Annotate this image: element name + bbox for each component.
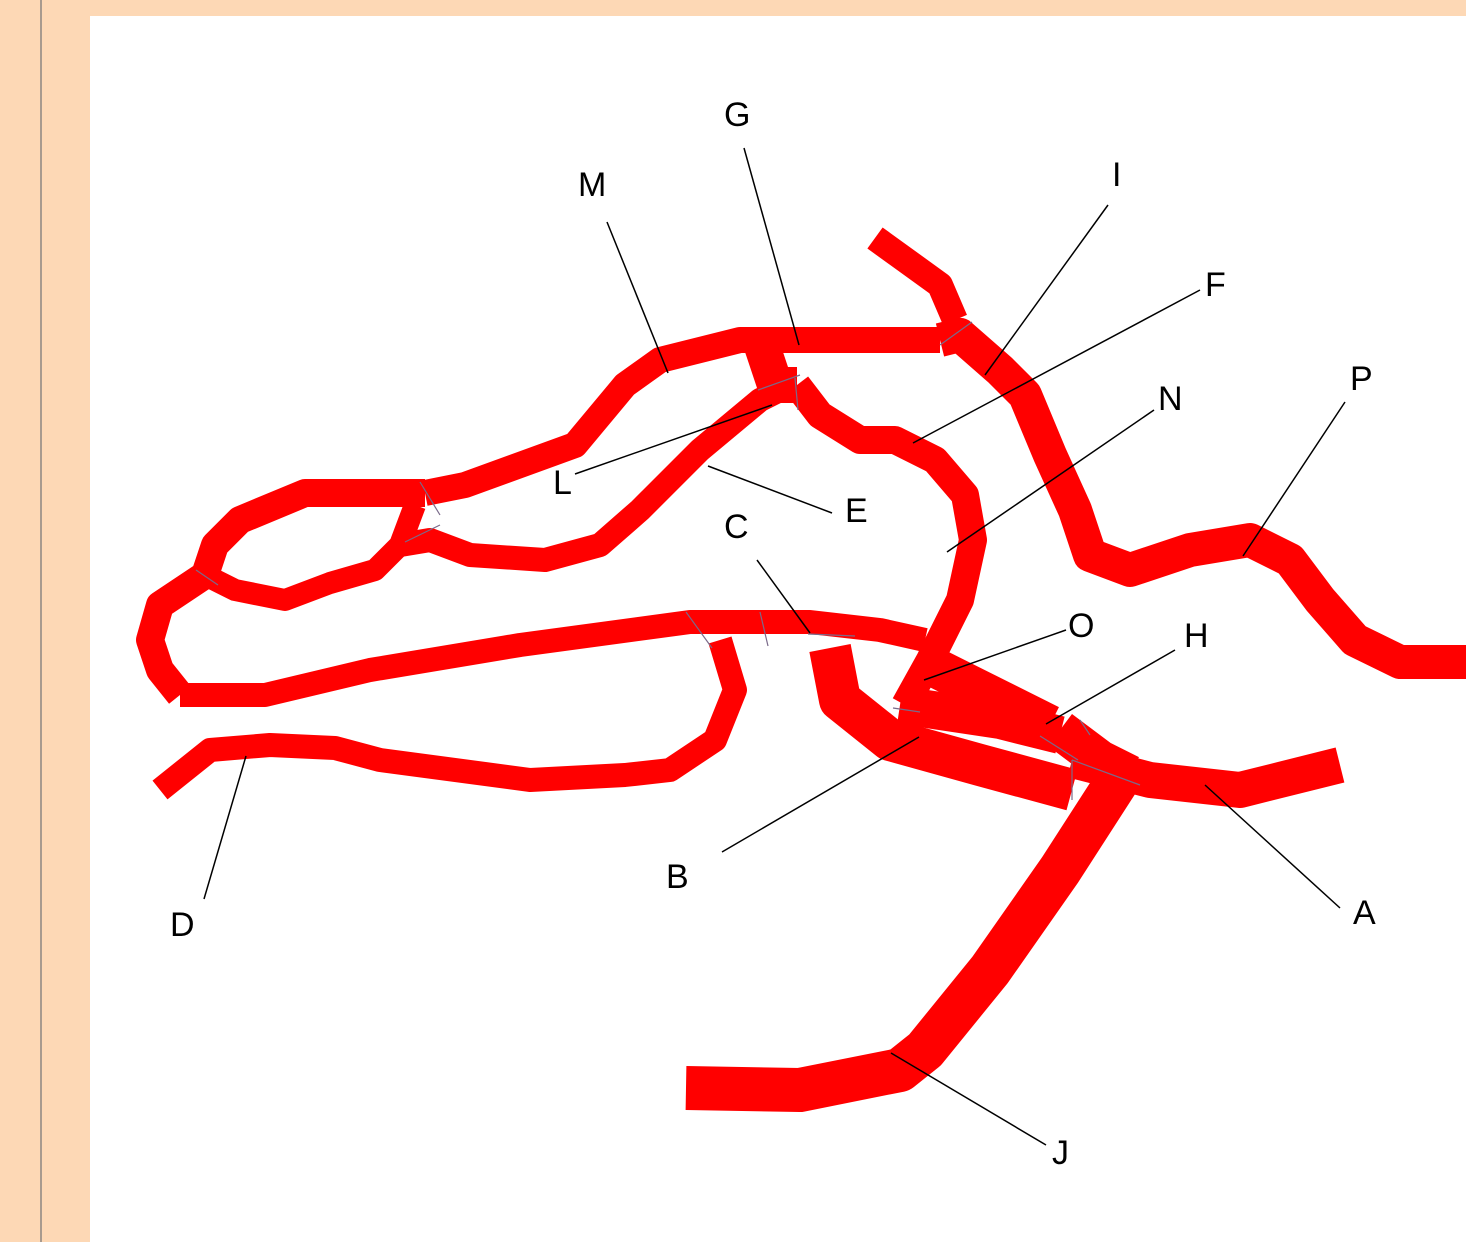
leader-line-d [204,756,246,899]
leader-line-p [1243,402,1345,556]
leader-lines [204,148,1345,1145]
label-p: P [1350,360,1373,398]
label-d: D [170,906,195,944]
label-e: E [845,492,868,530]
vessel-j [686,780,1118,1090]
label-m: M [578,166,606,204]
label-o: O [1068,607,1094,645]
vessel-network [150,238,1466,1090]
label-g: G [724,96,750,134]
vessel-top-stub [875,238,955,320]
label-f: F [1205,266,1226,304]
label-i: I [1112,156,1121,194]
label-n: N [1158,380,1183,418]
leader-line-e [708,466,832,513]
leader-line-b [722,737,919,852]
leader-line-m [607,222,668,373]
label-h: H [1184,617,1209,655]
label-b: B [666,858,689,896]
vessel-i [940,335,1466,662]
label-c: C [724,508,749,546]
label-a: A [1353,894,1376,932]
leader-line-j [891,1053,1046,1145]
leader-line-h [1046,650,1175,724]
leader-line-a [1205,785,1340,908]
label-j: J [1052,1134,1069,1172]
leader-line-g [744,148,799,345]
label-l: L [553,464,572,502]
